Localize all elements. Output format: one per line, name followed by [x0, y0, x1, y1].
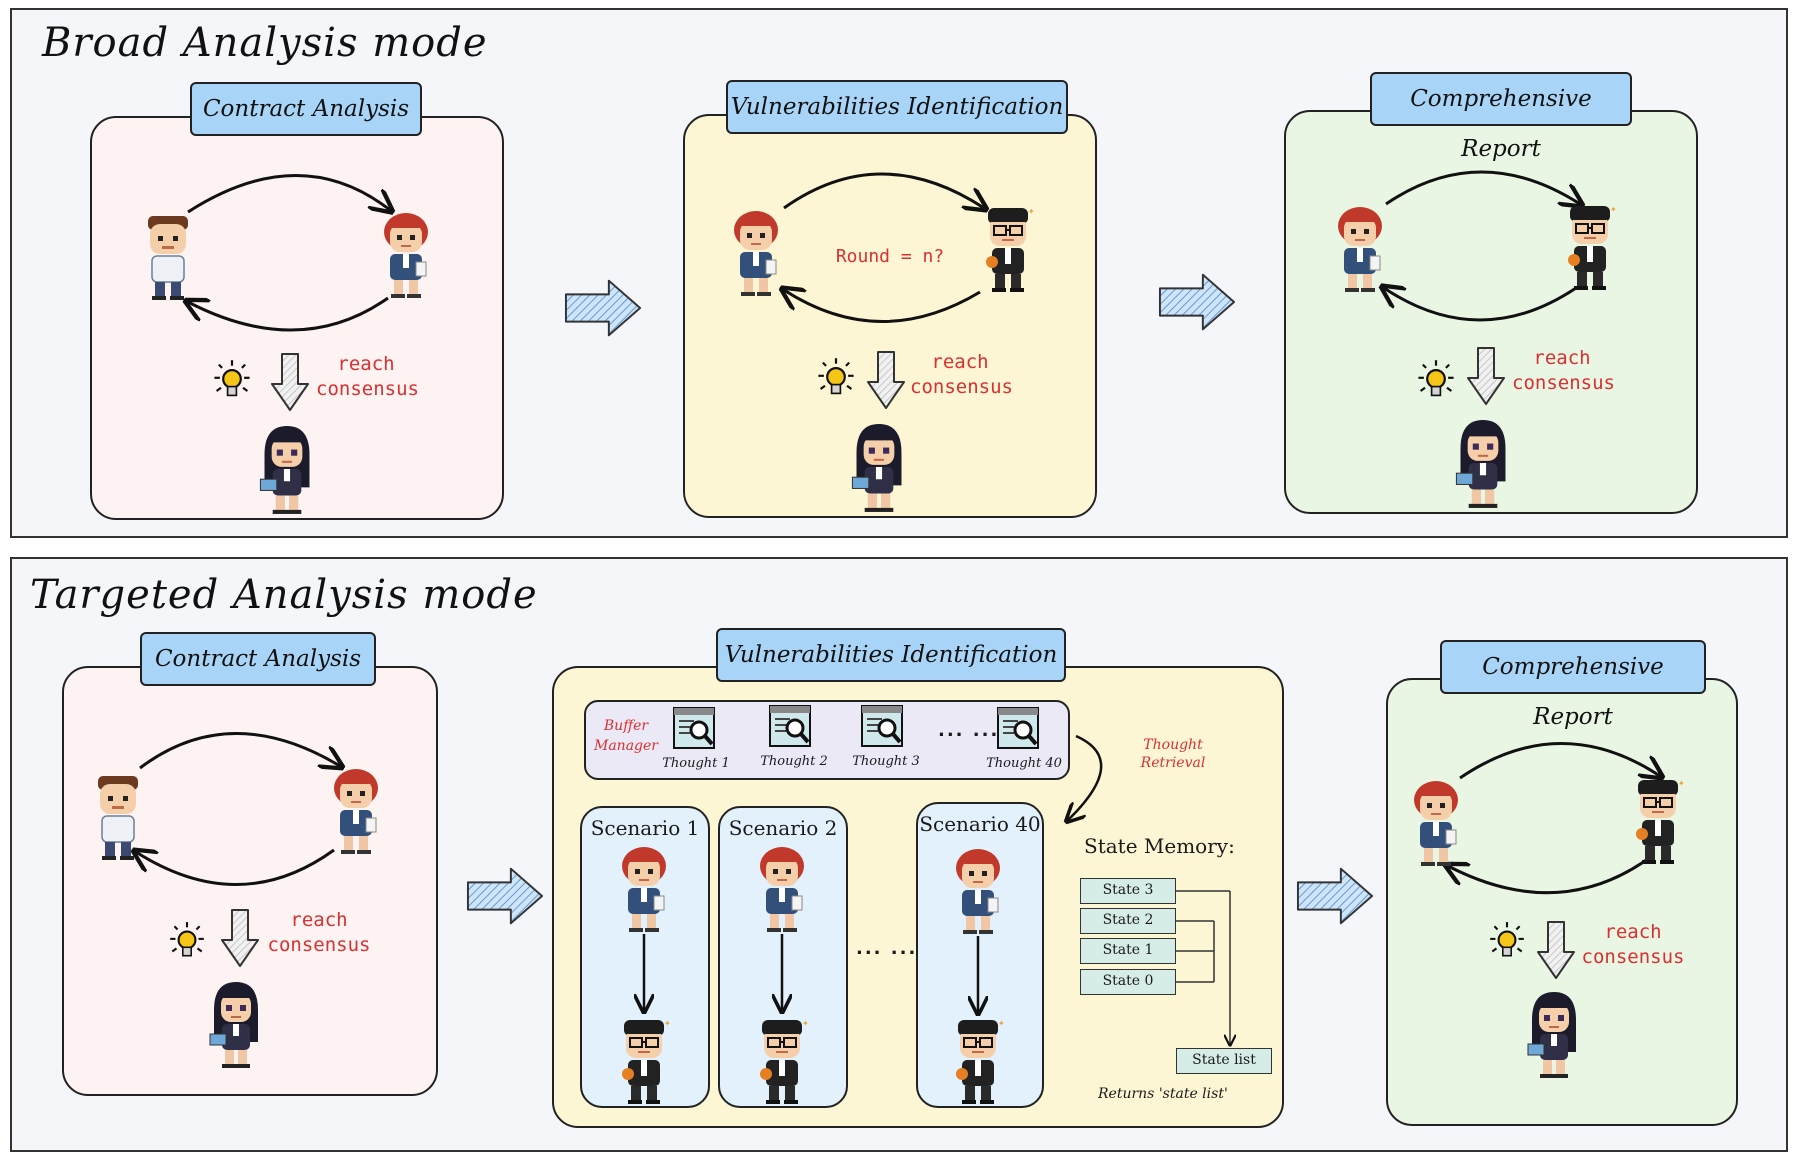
- returns-state-list-label: Returns 'state list': [1098, 1086, 1228, 1102]
- thought-3-label: Thought 3: [852, 754, 920, 769]
- thought-40-label: Thought 40: [986, 756, 1062, 771]
- thought-1-label: Thought 1: [662, 756, 730, 771]
- state-1: State 1: [1080, 938, 1176, 964]
- consensus-text: consensus: [267, 934, 371, 956]
- broad-vuln-panel: [683, 114, 1097, 518]
- scenario-40-label: Scenario 40: [919, 812, 1041, 836]
- consensus-text: consensus: [316, 378, 419, 400]
- targeted-mode-title: Targeted Analysis mode: [30, 572, 538, 618]
- broad-vuln-consensus: reach consensus: [910, 350, 1013, 400]
- targeted-contract-tag: Contract Analysis: [140, 632, 376, 686]
- reach-text: reach: [1604, 921, 1662, 943]
- broad-vuln-tag: Vulnerabilities Identification: [726, 80, 1068, 134]
- reach-text: reach: [337, 353, 395, 375]
- consensus-text: consensus: [1581, 946, 1685, 968]
- thought-2-label: Thought 2: [760, 754, 828, 769]
- state-2: State 2: [1080, 908, 1176, 934]
- reach-text: reach: [931, 351, 989, 373]
- scenario-2-label: Scenario 2: [728, 816, 838, 840]
- reach-text: reach: [1533, 347, 1591, 369]
- targeted-report-consensus: reach consensus: [1578, 920, 1688, 970]
- state-list-box: State list: [1176, 1048, 1272, 1074]
- broad-contract-consensus: reach consensus: [316, 352, 419, 402]
- broad-contract-tag: Contract Analysis: [190, 82, 422, 136]
- scenario-ellipsis: ... ...: [856, 938, 918, 959]
- consensus-text: consensus: [1512, 372, 1615, 394]
- buffer-manager-bar: [584, 700, 1070, 780]
- scenario-40-card: Scenario 40: [916, 802, 1044, 1108]
- reach-text: reach: [290, 909, 348, 931]
- scenario-1-card: Scenario 1: [580, 806, 710, 1108]
- targeted-contract-consensus: reach consensus: [264, 908, 374, 958]
- broad-mode-title: Broad Analysis mode: [42, 20, 488, 66]
- state-3: State 3: [1080, 878, 1176, 904]
- targeted-report-tag: Comprehensive Report: [1440, 640, 1706, 730]
- thought-retrieval-label: Thought Retrieval: [1140, 737, 1206, 771]
- thought-ellipsis: ... ...: [938, 720, 1000, 741]
- consensus-text: consensus: [910, 376, 1013, 398]
- targeted-vuln-tag: Vulnerabilities Identification: [716, 628, 1066, 682]
- state-memory-title: State Memory:: [1084, 834, 1235, 858]
- state-0: State 0: [1080, 969, 1176, 995]
- scenario-1-label: Scenario 1: [590, 816, 700, 840]
- broad-report-consensus: reach consensus: [1512, 346, 1615, 396]
- broad-contract-panel: [90, 116, 504, 520]
- broad-report-tag: Comprehensive Report: [1370, 72, 1632, 162]
- round-label: Round = n?: [835, 246, 945, 267]
- targeted-report-panel: [1386, 678, 1738, 1126]
- buffer-manager-label: Buffer Manager: [594, 718, 658, 754]
- targeted-contract-panel: [62, 666, 438, 1096]
- scenario-2-card: Scenario 2: [718, 806, 848, 1108]
